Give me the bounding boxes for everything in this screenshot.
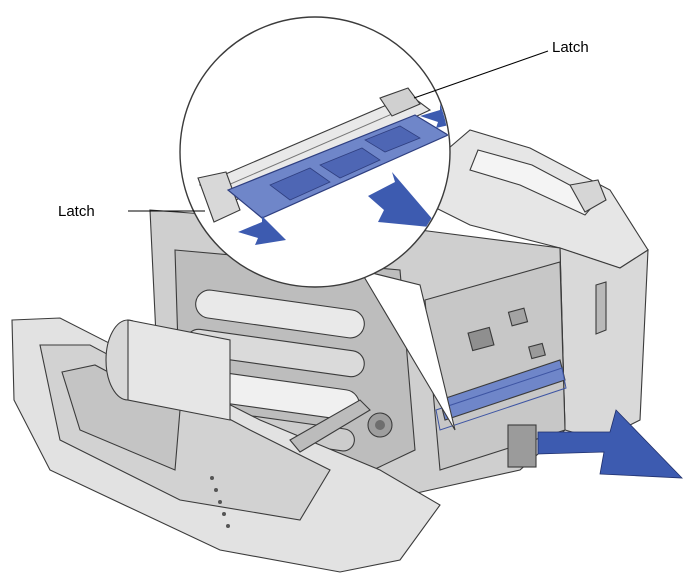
- printer-right-side: [559, 247, 649, 441]
- push-arrow-main: [368, 172, 440, 228]
- tray-extension: [569, 179, 607, 213]
- chip-2: [507, 307, 529, 327]
- drum-body: [127, 319, 231, 421]
- chip-1: [467, 326, 495, 352]
- callout-label-left: Latch: [58, 203, 95, 220]
- output-tray: [469, 149, 599, 216]
- latch-left: [197, 171, 241, 223]
- installed-card-slot: [435, 367, 567, 431]
- door-support-arm: [289, 399, 371, 453]
- system-board: [424, 261, 566, 471]
- push-arrow-right: [420, 104, 449, 128]
- push-arrow-left: [238, 216, 286, 245]
- side-vent: [595, 281, 607, 335]
- zoom-leader: [358, 269, 456, 431]
- callout-latch-left: Latch: [58, 203, 205, 220]
- connector-slot-line: [211, 103, 416, 193]
- roller-upper: [195, 289, 365, 339]
- connector-block: [507, 424, 537, 468]
- door-indicator-dots: [210, 476, 230, 528]
- callout-leader-top: [413, 50, 549, 99]
- gear-hub: [375, 420, 385, 430]
- chip-3: [528, 342, 546, 360]
- memory-chip-1: [269, 167, 331, 201]
- installed-memory-card: [439, 359, 566, 421]
- magnified-inset: [179, 16, 451, 288]
- memory-chip-3: [364, 125, 421, 153]
- callout-label-top: Latch: [552, 39, 589, 56]
- memory-chip-2: [319, 147, 381, 179]
- latch-right: [379, 87, 421, 117]
- front-door-window: [61, 364, 181, 471]
- insert-arrow-large: [537, 409, 683, 479]
- printer-illustration: [11, 129, 649, 573]
- callout-latch-top: Latch: [413, 39, 589, 99]
